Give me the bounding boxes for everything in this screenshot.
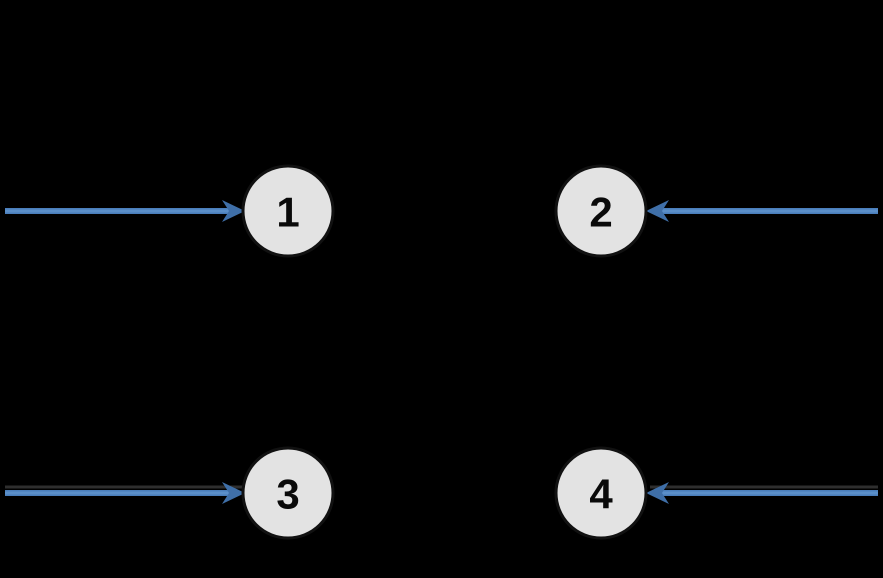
node-3[interactable]: 3 — [241, 446, 335, 540]
node-2[interactable]: 2 — [554, 164, 648, 258]
arrowhead-icon — [646, 482, 669, 504]
arrowhead-icon — [646, 200, 669, 222]
edge-into-node-4[interactable] — [646, 482, 878, 504]
arrowhead-icon — [222, 482, 245, 504]
node-circle — [241, 164, 335, 258]
node-circle — [554, 164, 648, 258]
node-1[interactable]: 1 — [241, 164, 335, 258]
arrowhead-icon — [222, 200, 245, 222]
node-4[interactable]: 4 — [554, 446, 648, 540]
node-circle — [554, 446, 648, 540]
edge-into-node-3[interactable] — [5, 482, 245, 504]
edge-into-node-2[interactable] — [646, 200, 878, 222]
node-circle — [241, 446, 335, 540]
edge-into-node-1[interactable] — [5, 200, 245, 222]
